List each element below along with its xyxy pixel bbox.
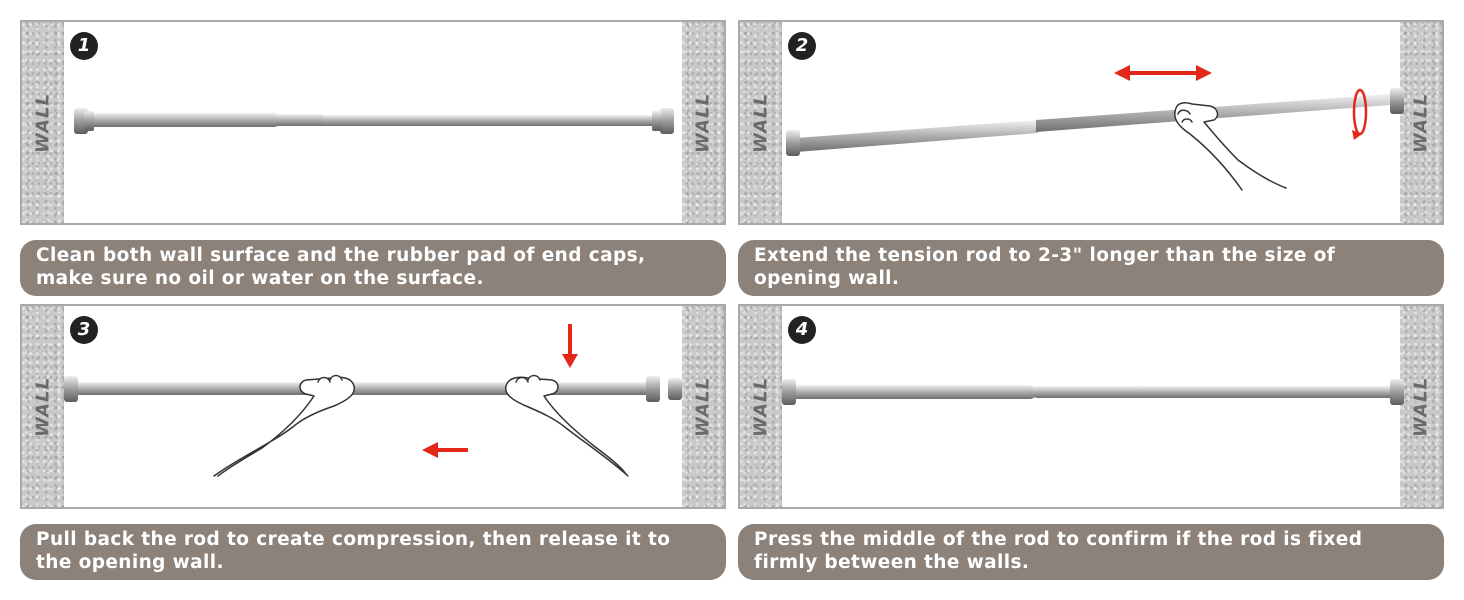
extend-arrow-icon (1114, 65, 1212, 81)
press-down-arrow-icon (562, 324, 578, 368)
caption-line: firmly between the walls. (754, 552, 1030, 573)
tension-rod-illustration (74, 108, 674, 134)
step-number-badge: 4 (788, 316, 816, 344)
left-wall: WALL (22, 22, 64, 223)
step-2-panel: WALL WALL 2 (738, 20, 1444, 225)
step-3-caption: Pull back the rod to create compression,… (20, 524, 726, 580)
caption-line: the opening wall. (36, 552, 224, 573)
step-4-caption: Press the middle of the rod to confirm i… (738, 524, 1444, 580)
right-wall: WALL (1400, 306, 1442, 507)
hand-icon (1174, 102, 1287, 191)
step-1-caption: Clean both wall surface and the rubber p… (20, 240, 726, 296)
step-1-panel: WALL WALL 1 (20, 20, 726, 225)
step-4-panel: WALL WALL 4 (738, 304, 1444, 509)
caption-line: Press the middle of the rod to confirm i… (754, 529, 1363, 550)
step-2-caption: Extend the tension rod to 2-3" longer th… (738, 240, 1444, 296)
right-wall: WALL (682, 22, 724, 223)
caption-line: Pull back the rod to create compression,… (36, 529, 671, 550)
step-number-badge: 2 (788, 32, 816, 60)
caption-line: make sure no oil or water on the surface… (36, 268, 484, 289)
caption-line: opening wall. (754, 268, 900, 289)
left-wall: WALL (740, 306, 782, 507)
tension-rod-illustration (64, 324, 682, 477)
step-number-badge: 1 (70, 32, 98, 60)
right-wall: WALL (682, 306, 724, 507)
pull-back-arrow-icon (422, 442, 468, 458)
left-wall: WALL (740, 22, 782, 223)
step-number-badge: 3 (70, 316, 98, 344)
left-wall: WALL (22, 306, 64, 507)
right-wall: WALL (1400, 22, 1442, 223)
tension-rod-illustration (786, 65, 1404, 191)
caption-line: Extend the tension rod to 2-3" longer th… (754, 245, 1336, 266)
tension-rod-illustration (782, 379, 1404, 405)
step-3-panel: WALL WALL 3 (20, 304, 726, 509)
caption-line: Clean both wall surface and the rubber p… (36, 245, 646, 266)
rotate-icon (1352, 88, 1368, 140)
left-hand-icon (213, 374, 356, 477)
right-hand-icon (504, 374, 629, 477)
